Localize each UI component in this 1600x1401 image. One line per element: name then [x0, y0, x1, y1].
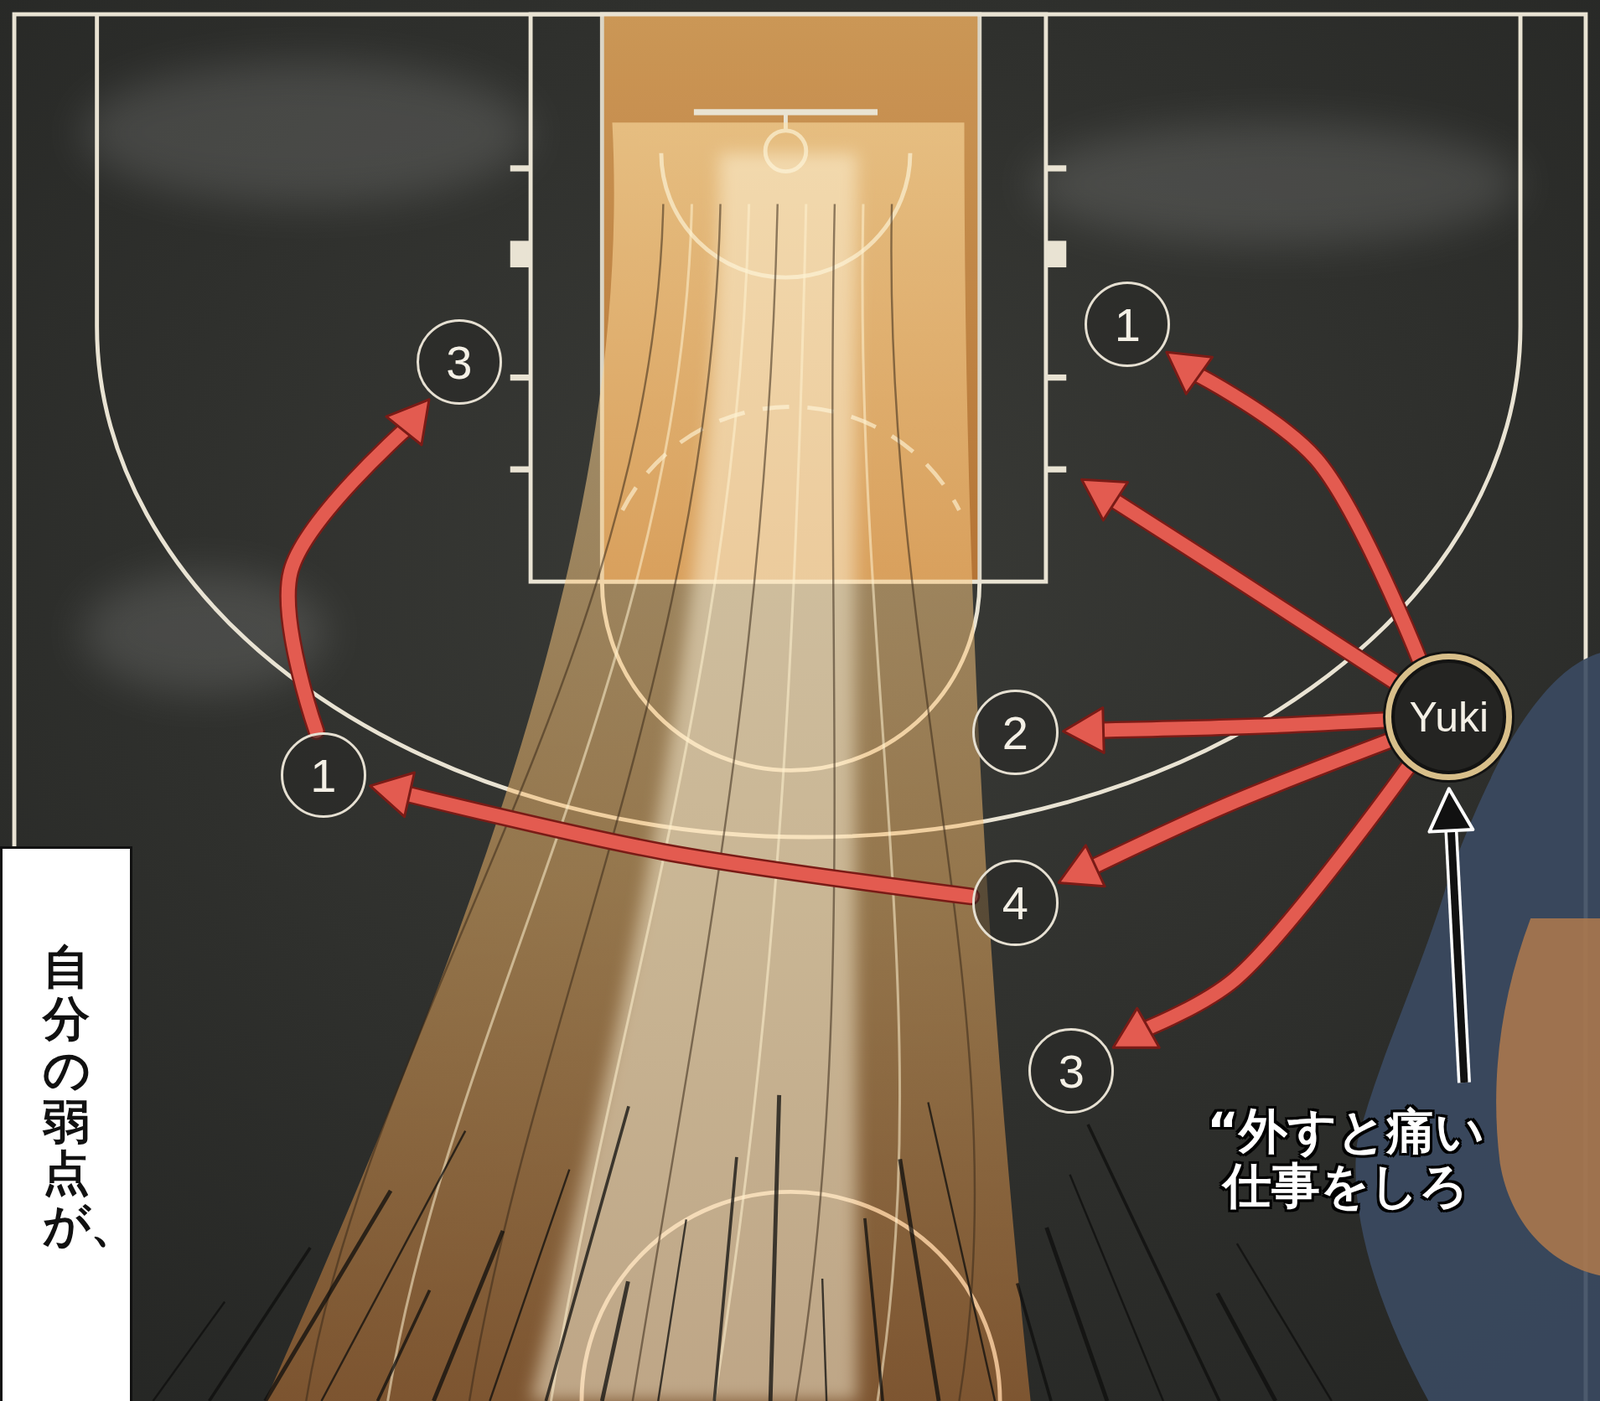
speed-line	[927, 1102, 995, 1401]
player-marker: 2	[972, 689, 1058, 776]
arrowhead	[386, 399, 430, 446]
arrow-outline	[1199, 375, 1420, 660]
arrow-outline	[1148, 767, 1409, 1029]
arrowhead	[1058, 845, 1105, 887]
beam-streak	[469, 204, 720, 1401]
pass-arrow	[409, 794, 971, 896]
speed-line	[265, 1190, 392, 1401]
speed-line	[770, 1095, 779, 1401]
arrowhead	[370, 772, 415, 818]
player-marker: 1	[1084, 281, 1171, 368]
speed-line	[1217, 1293, 1276, 1401]
beam-streak	[714, 204, 807, 1401]
pass-arrow	[1199, 375, 1420, 660]
speed-line	[1046, 1227, 1108, 1401]
player-label: Yuki	[1409, 693, 1490, 742]
pass-connector	[1166, 352, 1420, 660]
pointer-arrow	[1429, 788, 1473, 1083]
pass-connector	[370, 772, 972, 897]
speed-line	[864, 1218, 883, 1401]
player-label: 3	[1058, 1044, 1085, 1099]
light-beam	[265, 122, 1031, 1401]
speed-line	[545, 1106, 629, 1401]
speed-line	[209, 1247, 311, 1401]
beam-streak	[550, 204, 749, 1401]
pass-connector	[1113, 767, 1409, 1048]
pointer-shaft	[1450, 830, 1465, 1083]
player-label: 4	[1002, 875, 1029, 931]
player-label: 2	[1002, 705, 1029, 761]
speed-line	[1087, 1124, 1220, 1401]
player-label: 1	[310, 748, 337, 803]
speed-line	[321, 1131, 467, 1401]
speed-lines	[153, 1095, 1332, 1401]
beam-streaks	[305, 204, 975, 1401]
speed-line	[900, 1159, 939, 1401]
arrowhead	[1062, 707, 1104, 753]
arrow-outline	[409, 794, 971, 896]
speed-line	[1070, 1175, 1164, 1401]
pass-connector	[288, 399, 430, 732]
pass-arrow	[1102, 720, 1384, 731]
beam-streak	[890, 204, 975, 1401]
arrow-outline	[288, 430, 404, 732]
speed-line	[377, 1290, 430, 1401]
pass-arrow	[288, 430, 404, 732]
caption-text: “外すと痛い仕事をしろ	[1206, 1104, 1485, 1214]
player-label: 3	[445, 335, 472, 390]
speed-line	[822, 1278, 827, 1401]
player-label: 1	[1114, 297, 1141, 353]
speed-line	[433, 1231, 503, 1401]
pass-connector	[1062, 707, 1384, 753]
narration-box: 自分の弱点が、	[0, 846, 133, 1401]
narration-text: 自分の弱点が、	[42, 941, 90, 1252]
pointer-head	[1429, 788, 1473, 832]
speed-line	[489, 1170, 570, 1401]
arrowhead	[1166, 352, 1213, 394]
beam-streak	[305, 204, 663, 1401]
player-marker: 3	[416, 319, 503, 405]
player-focus-marker: Yuki	[1385, 653, 1512, 781]
speed-line	[601, 1281, 628, 1401]
player-marker: 1	[280, 732, 367, 819]
speed-line	[714, 1157, 737, 1401]
hand-illustration	[1355, 652, 1600, 1401]
player-marker: 4	[972, 859, 1058, 946]
speed-line	[153, 1302, 225, 1401]
beam-streak	[632, 204, 778, 1401]
beam-streak	[796, 204, 835, 1401]
arrow-outline	[1102, 720, 1384, 731]
court-lines	[14, 14, 1586, 1401]
pass-arrow	[1148, 767, 1409, 1029]
speed-line	[1237, 1243, 1332, 1401]
speed-line	[1017, 1284, 1052, 1401]
arrowhead	[1082, 479, 1129, 521]
speed-line	[657, 1219, 686, 1401]
pointer-outline	[1450, 830, 1465, 1083]
arrowhead	[1113, 1008, 1160, 1048]
